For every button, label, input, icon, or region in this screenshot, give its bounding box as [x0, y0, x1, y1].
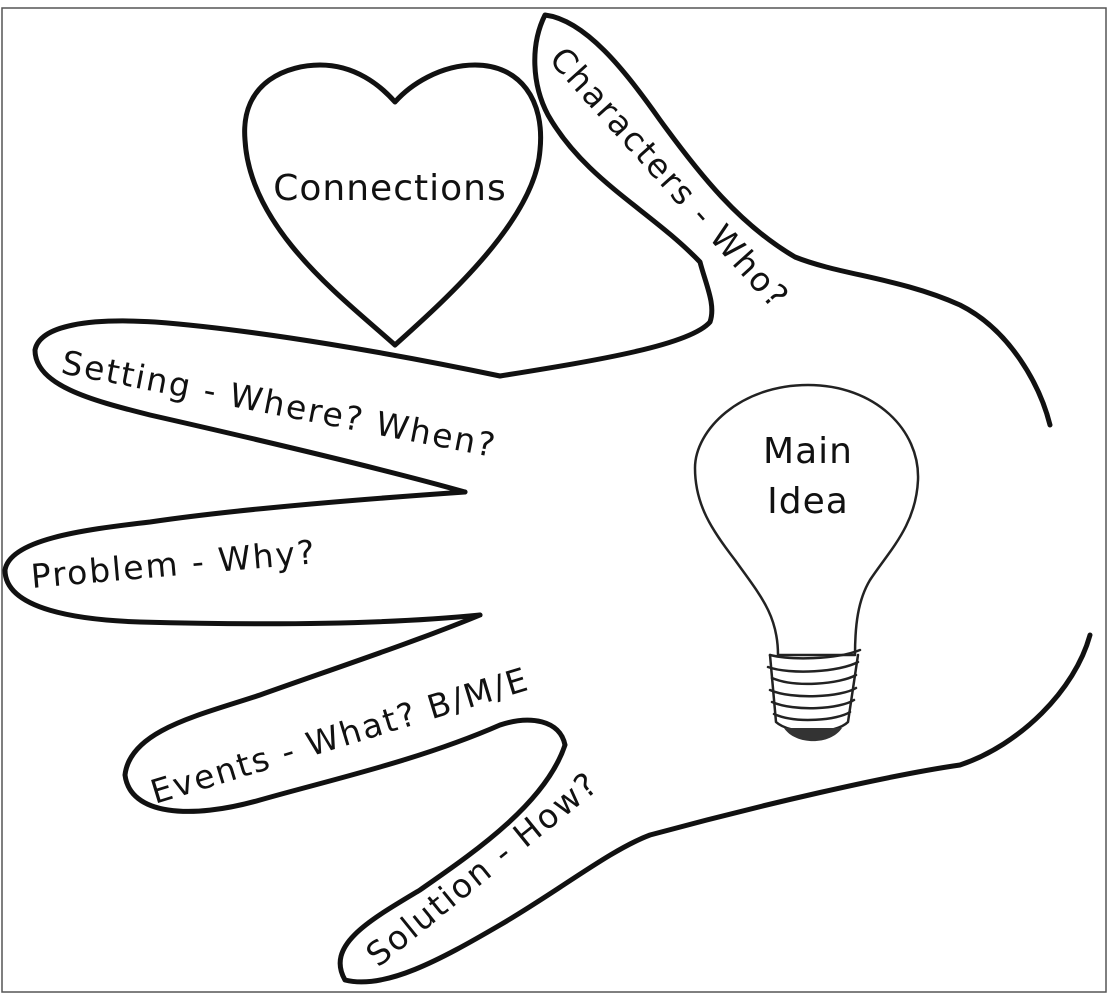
pinky-and-palm-outline [337, 632, 1093, 985]
light-bulb-icon [693, 383, 920, 742]
heart-outline [242, 62, 544, 348]
bulb-label-line2: Idea [767, 481, 849, 522]
thumb-outline [497, 12, 1053, 428]
heart-label: Connections [273, 168, 506, 209]
index-finger-outline [32, 318, 503, 495]
ring-finger-outline [122, 612, 568, 814]
bulb-label-line1: Main [763, 431, 853, 472]
page-border [1, 7, 1107, 993]
thumb-label: Characters - Who? [542, 39, 797, 316]
middle-finger-outline [2, 489, 483, 627]
